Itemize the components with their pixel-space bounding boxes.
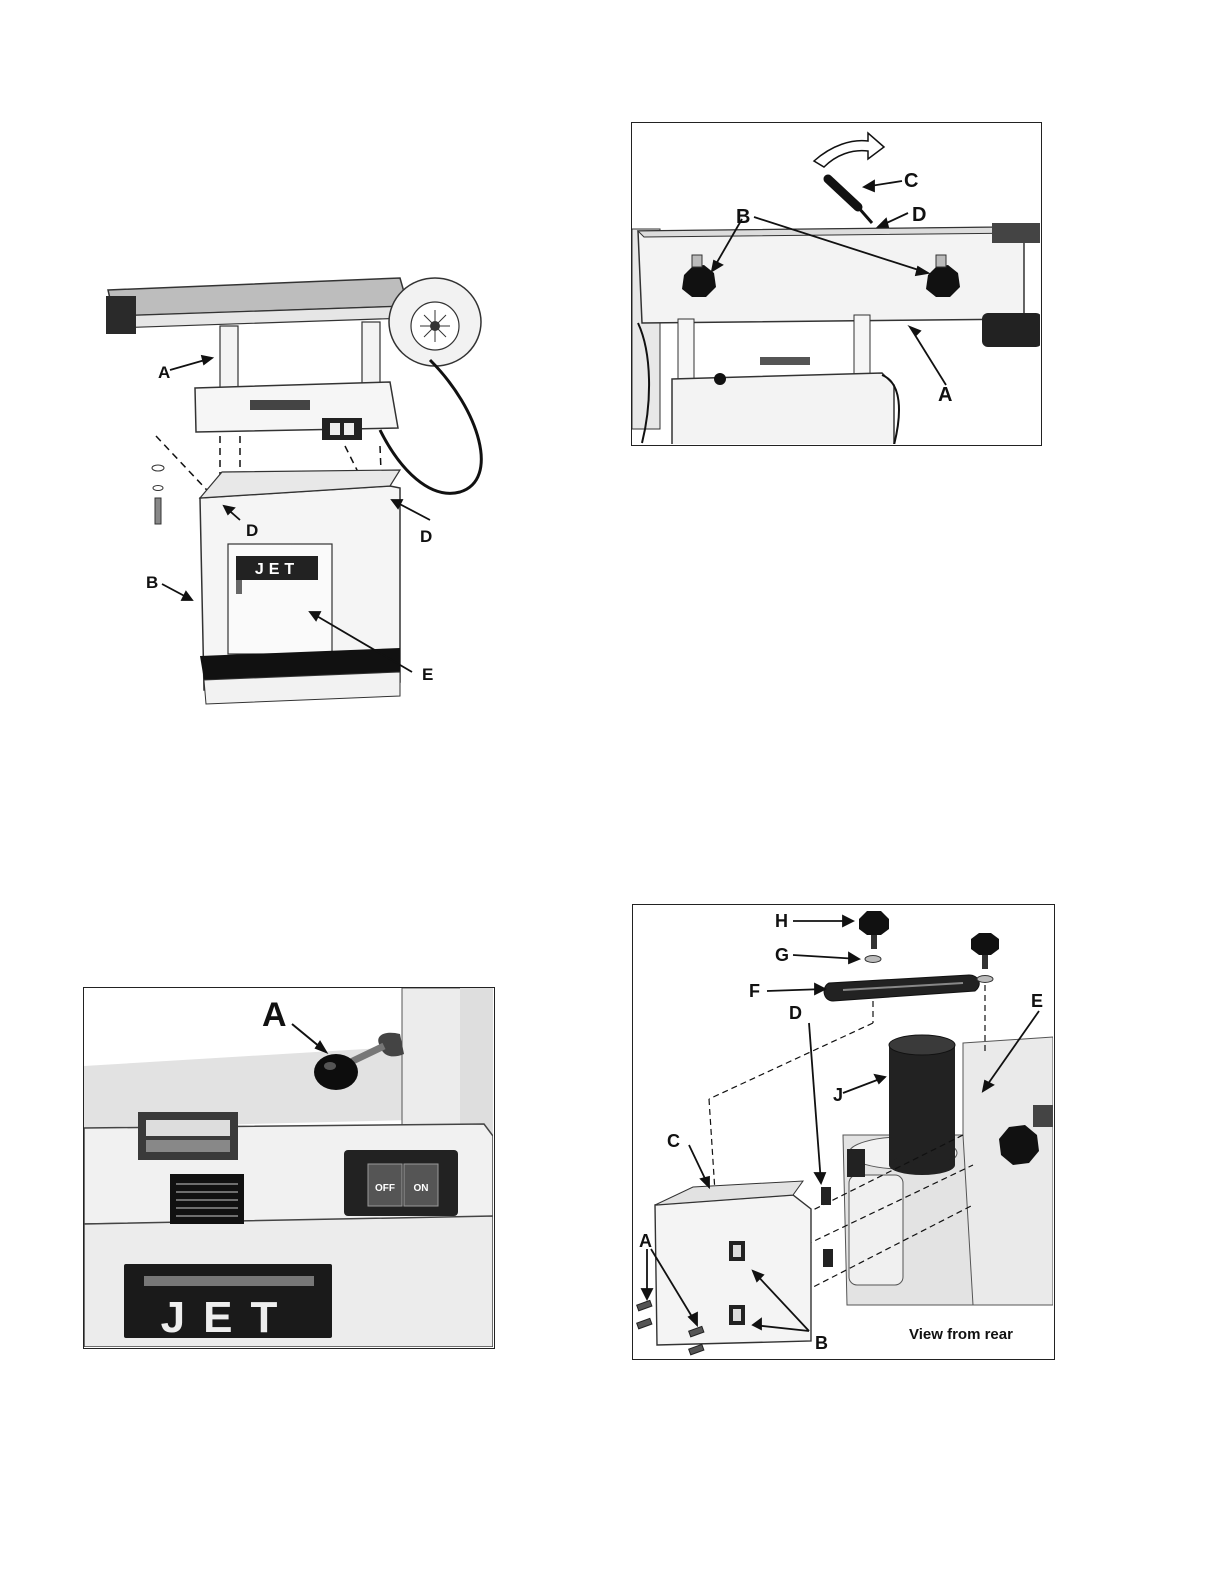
label-d-right: D	[420, 527, 432, 546]
label-c: C	[667, 1131, 680, 1151]
label-a: A	[262, 996, 287, 1034]
figure-guard-assembly: H G F E J D C A B View from rear	[632, 904, 1055, 1360]
figure-lock-handle: OFF ON JET A	[83, 987, 495, 1349]
label-d-left: D	[246, 521, 258, 540]
label-b: B	[736, 206, 750, 228]
label-d: D	[789, 1003, 802, 1023]
label-h: H	[775, 911, 788, 931]
figure-table-knobs: C D B A	[631, 122, 1042, 446]
view-caption: View from rear	[909, 1326, 1013, 1343]
label-e: E	[422, 665, 433, 684]
on-switch-label[interactable]: ON	[414, 1183, 429, 1194]
off-switch-label[interactable]: OFF	[375, 1183, 395, 1194]
guard-assembly-illustration: H G F E J D C A B View from rear	[633, 905, 1053, 1358]
label-d: D	[912, 204, 926, 226]
label-c: C	[904, 170, 918, 192]
jet-brand-plate: JET	[161, 1293, 296, 1342]
label-j: J	[833, 1085, 843, 1105]
label-a: A	[938, 384, 952, 406]
label-f: F	[749, 981, 760, 1001]
lock-handle-illustration: OFF ON JET A	[84, 988, 493, 1347]
label-a: A	[639, 1231, 652, 1251]
cabinet-brand-label: JET	[255, 561, 299, 578]
stand-assembly-illustration: JET A B D D E	[100, 260, 560, 730]
label-b: B	[815, 1333, 828, 1353]
label-b: B	[146, 573, 158, 592]
label-a: A	[158, 363, 170, 382]
label-e: E	[1031, 991, 1043, 1011]
figure-stand-assembly: JET A B D D E	[100, 260, 560, 730]
table-knobs-illustration: C D B A	[632, 123, 1040, 444]
label-g: G	[775, 945, 789, 965]
